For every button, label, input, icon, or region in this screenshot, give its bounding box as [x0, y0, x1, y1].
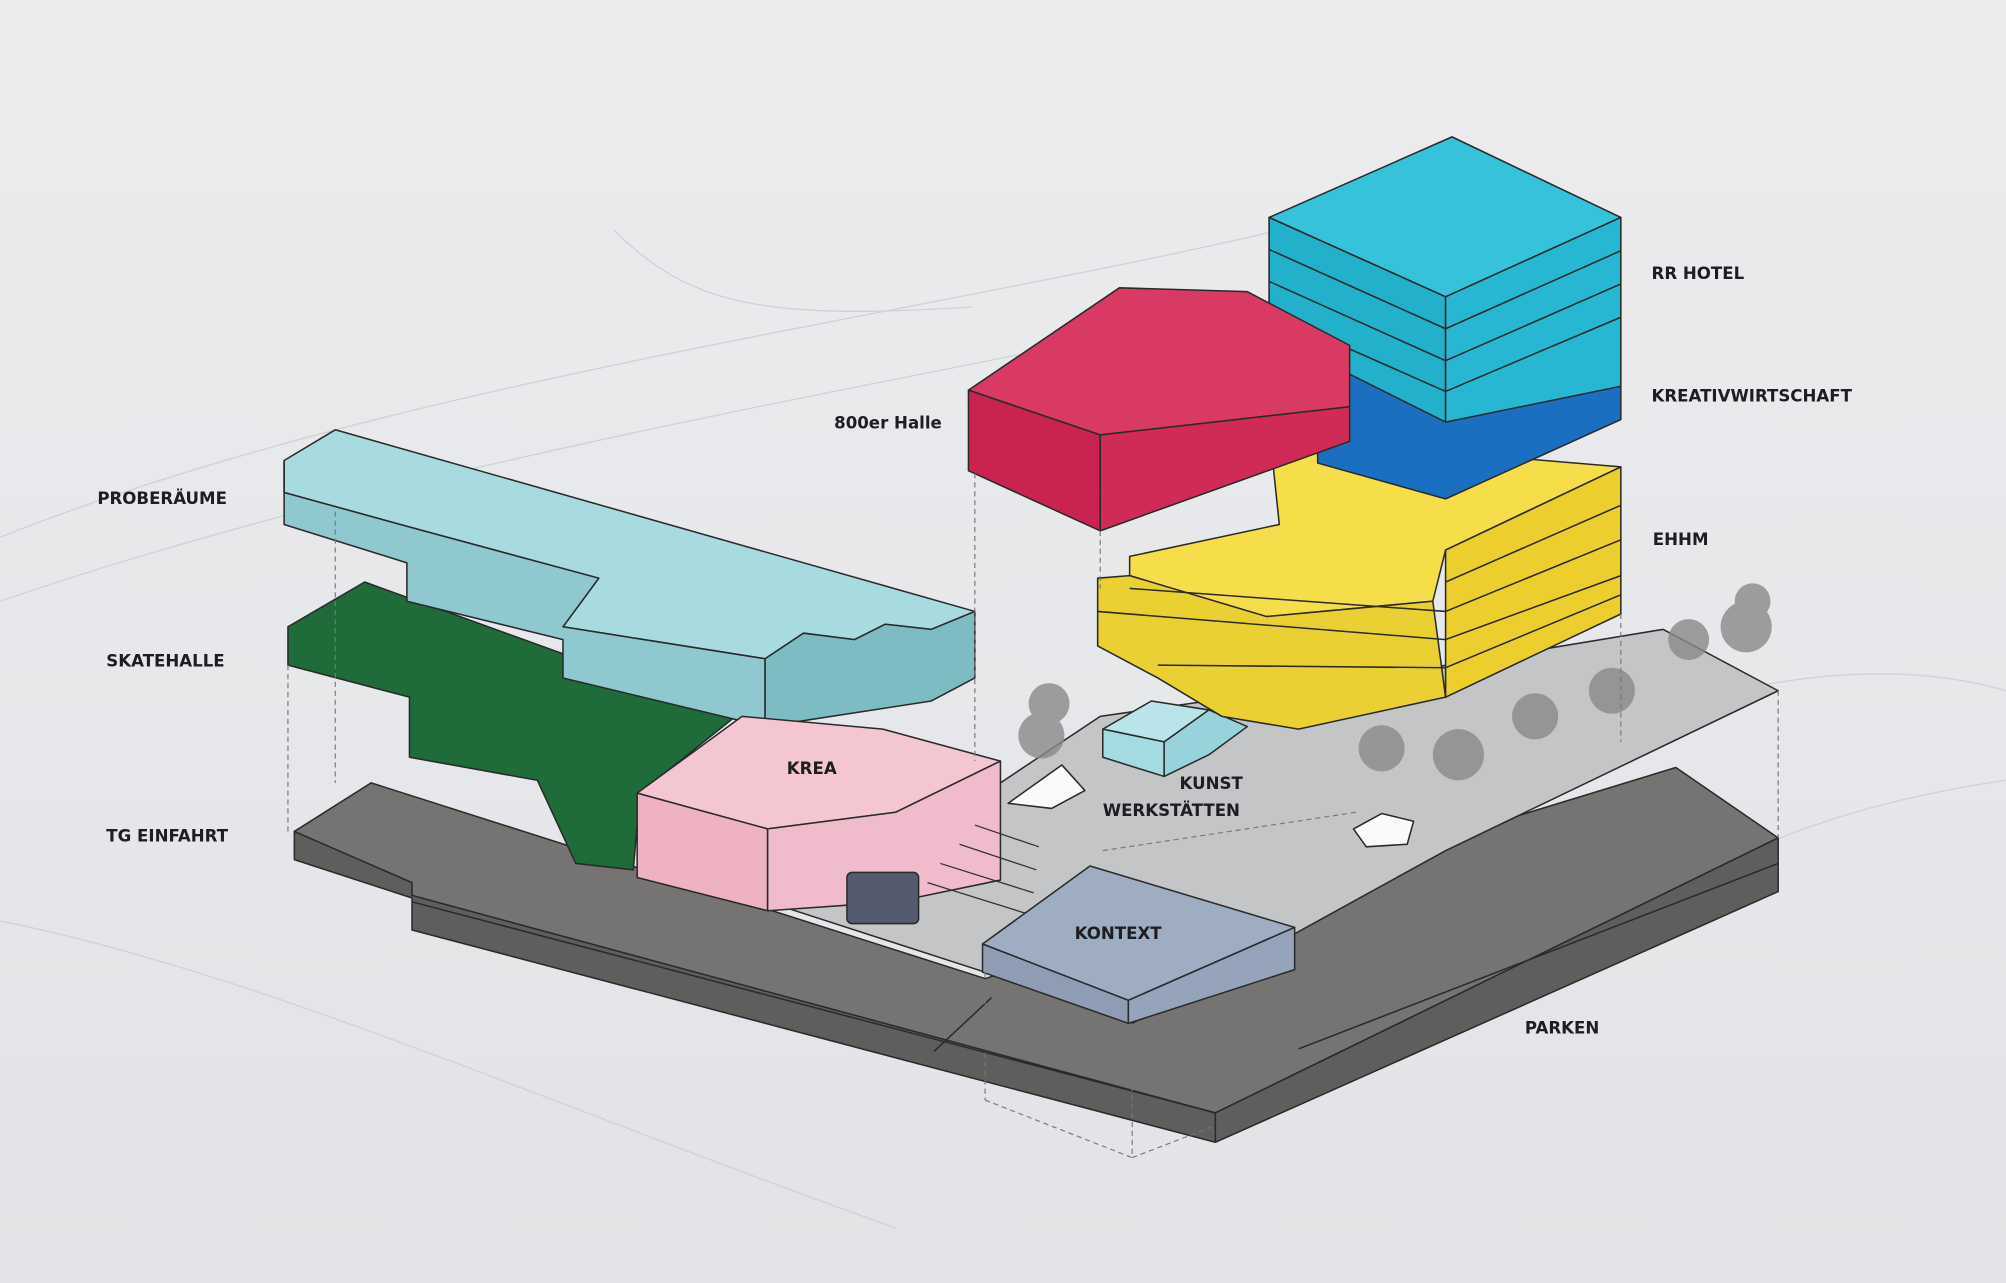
proberaeume-volume [283, 429, 976, 728]
label-kontext: KONTEXT [1075, 924, 1163, 943]
projection-lines [287, 473, 1779, 1159]
ehhm-volume [1096, 440, 1622, 730]
label-krea: KREA [787, 759, 837, 778]
kontext-volume [981, 865, 1296, 1025]
label-rr-hotel: RR HOTEL [1652, 264, 1745, 283]
plaza-shape-2 [1007, 764, 1086, 810]
rr-hotel-volume [1268, 136, 1622, 423]
kunst-werkstaetten-volume [1102, 700, 1249, 778]
label-ehhm: EHHM [1653, 530, 1709, 549]
label-proberaeume: PROBERÄUME [97, 489, 227, 508]
label-kunst: KUNST [1180, 774, 1244, 793]
label-kreativwirtschaft: KREATIVWIRTSCHAFT [1652, 387, 1853, 406]
label-parken: PARKEN [1525, 1019, 1599, 1038]
label-800er-halle: 800er Halle [834, 414, 942, 433]
label-skatehalle: SKATEHALLE [106, 651, 224, 670]
krea-volume [636, 715, 1002, 912]
plaza-shape-1 [1352, 812, 1415, 848]
steps [927, 824, 1040, 916]
small-pavilion [846, 871, 920, 925]
halle-800er-volume [967, 287, 1351, 532]
label-werkstaetten: WERKSTÄTTEN [1103, 801, 1240, 820]
trees [1018, 583, 1772, 781]
label-tg-einfahrt: TG EINFAHRT [106, 827, 228, 846]
